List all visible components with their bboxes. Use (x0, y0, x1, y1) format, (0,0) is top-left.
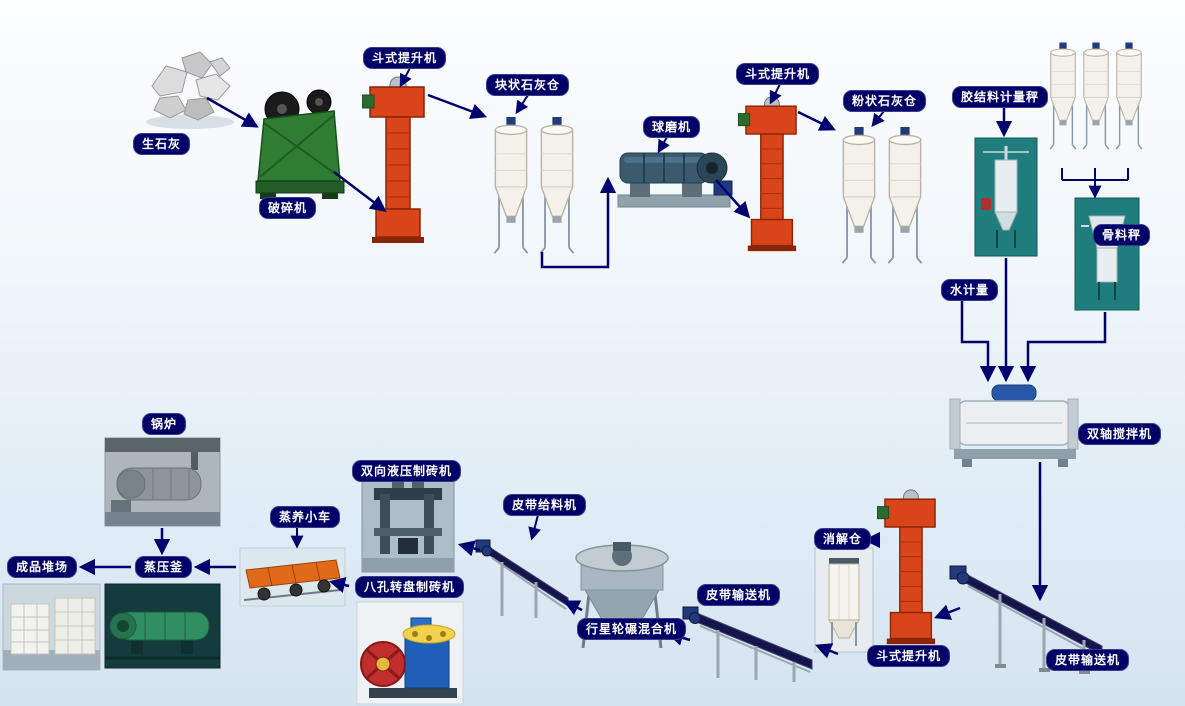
lump-lime-silo-illustration (493, 116, 575, 255)
boiler-illustration (104, 437, 221, 527)
hydraulic-brick-press-illustration (361, 479, 455, 573)
powder-lime-silo-illustration (841, 126, 923, 265)
autoclave-illustration (104, 583, 221, 669)
label-bucket-elevator-1: 斗式提升机 (363, 47, 447, 69)
label-bucket-elevator-3: 斗式提升机 (867, 645, 951, 667)
label-boiler: 锅炉 (142, 413, 187, 435)
label-crusher: 破碎机 (259, 197, 317, 219)
twin-shaft-mixer-illustration (949, 384, 1079, 467)
label-quicklime: 生石灰 (133, 133, 191, 155)
belt-feeder-illustration (475, 539, 569, 618)
aggregate-silos-illustration (1049, 41, 1143, 151)
quicklime-illustration (146, 51, 234, 129)
label-rotary-brick-press: 八孔转盘制砖机 (355, 576, 465, 598)
rotary-brick-press-illustration (356, 601, 464, 705)
belt-conveyor-2-illustration (682, 606, 813, 682)
label-pointer-arrows (290, 67, 885, 549)
product-yard-illustration (2, 583, 101, 671)
label-steam-curing-cart: 蒸养小车 (270, 506, 341, 528)
crusher-illustration (255, 89, 345, 199)
label-lump-lime-silo: 块状石灰仓 (486, 74, 570, 96)
label-aggregate-scale: 骨料秤 (1093, 224, 1151, 246)
label-product-yard: 成品堆场 (7, 556, 78, 578)
label-autoclave: 蒸压釜 (135, 556, 193, 578)
ball-mill-illustration (617, 152, 733, 208)
flow-arrows (78, 93, 1107, 659)
label-belt-feeder: 皮带给料机 (503, 494, 587, 516)
label-ball-mill: 球磨机 (643, 116, 701, 138)
steam-curing-cart-illustration (239, 547, 346, 607)
label-bucket-elevator-2: 斗式提升机 (736, 63, 820, 85)
label-twin-shaft-mixer: 双轴搅拌机 (1078, 423, 1162, 445)
label-binder-metering-scale: 胶结料计量秤 (952, 86, 1049, 108)
bucket-elevator-1-illustration (362, 76, 425, 244)
label-belt-conveyor-1: 皮带输送机 (1046, 649, 1130, 671)
label-powder-lime-silo: 粉状石灰仓 (843, 90, 927, 112)
digestion-bin-illustration (814, 547, 874, 653)
label-hydraulic-brick-press: 双向液压制砖机 (352, 460, 462, 482)
label-planetary-mixer: 行星轮碾混合机 (577, 618, 687, 640)
label-belt-conveyor-2: 皮带输送机 (697, 584, 781, 606)
binder-metering-scale-illustration (974, 137, 1038, 257)
bucket-elevator-3-illustration (876, 489, 936, 645)
bucket-elevator-2-illustration (737, 96, 797, 252)
aggregate-scale-illustration (1074, 197, 1140, 311)
label-water-metering: 水计量 (941, 279, 999, 301)
label-digestion-bin: 消解仓 (814, 528, 872, 550)
aggregate-silo-manifold (1061, 168, 1129, 199)
